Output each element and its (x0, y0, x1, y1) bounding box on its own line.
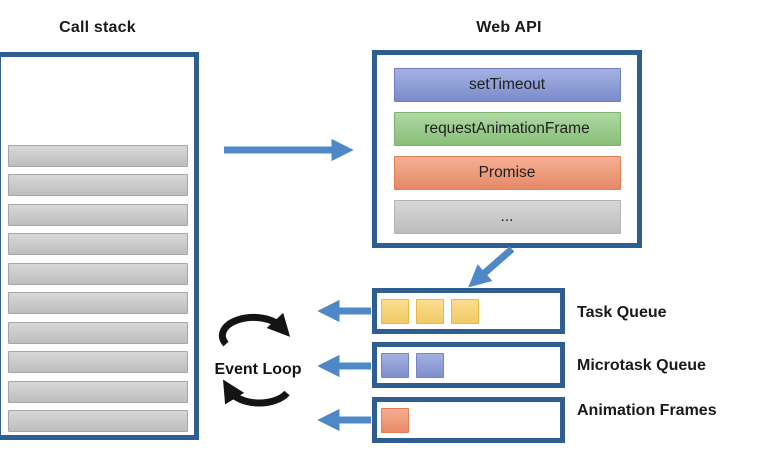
queue-item (416, 298, 444, 324)
animation-frames-label: Animation Frames (577, 402, 717, 419)
queue-item (416, 352, 444, 378)
web-api-item: setTimeout (393, 68, 621, 102)
web-api-item: requestAnimationFrame (393, 112, 621, 146)
stack-frame (8, 174, 188, 196)
arrow-web-api-to-task-queue (468, 246, 515, 288)
queue-item (381, 352, 409, 378)
animation-frames-box (372, 397, 565, 443)
animation-frames-items (377, 402, 560, 438)
stack-frame (8, 203, 188, 226)
microtask-queue-label: Microtask Queue (577, 357, 706, 374)
stack-frame (8, 351, 188, 373)
call-stack-title: Call stack (59, 19, 136, 36)
stack-frame (8, 144, 188, 167)
web-api-title: Web API (476, 19, 542, 36)
queue-item (381, 298, 409, 324)
stack-frame (8, 380, 188, 403)
stack-frame (8, 321, 188, 344)
queue-item (381, 407, 409, 433)
microtask-queue-items (377, 347, 560, 383)
stack-frame (8, 410, 188, 432)
task-queue-items (377, 293, 560, 329)
task-queue-box (372, 288, 565, 334)
event-loop-label: Event Loop (214, 361, 302, 378)
call-stack-box (0, 52, 199, 440)
stack-frame (8, 292, 188, 314)
stack-frame (8, 262, 188, 285)
web-api-item: ... (393, 200, 621, 234)
microtask-queue-box (372, 342, 565, 388)
event-loop-arc-top (218, 312, 291, 347)
task-queue-label: Task Queue (577, 304, 667, 321)
event-loop-arc-bottom (222, 379, 290, 407)
call-stack-frames (1, 57, 194, 435)
web-api-item: Promise (393, 156, 621, 190)
stack-frame (8, 233, 188, 255)
queue-item (451, 298, 479, 324)
